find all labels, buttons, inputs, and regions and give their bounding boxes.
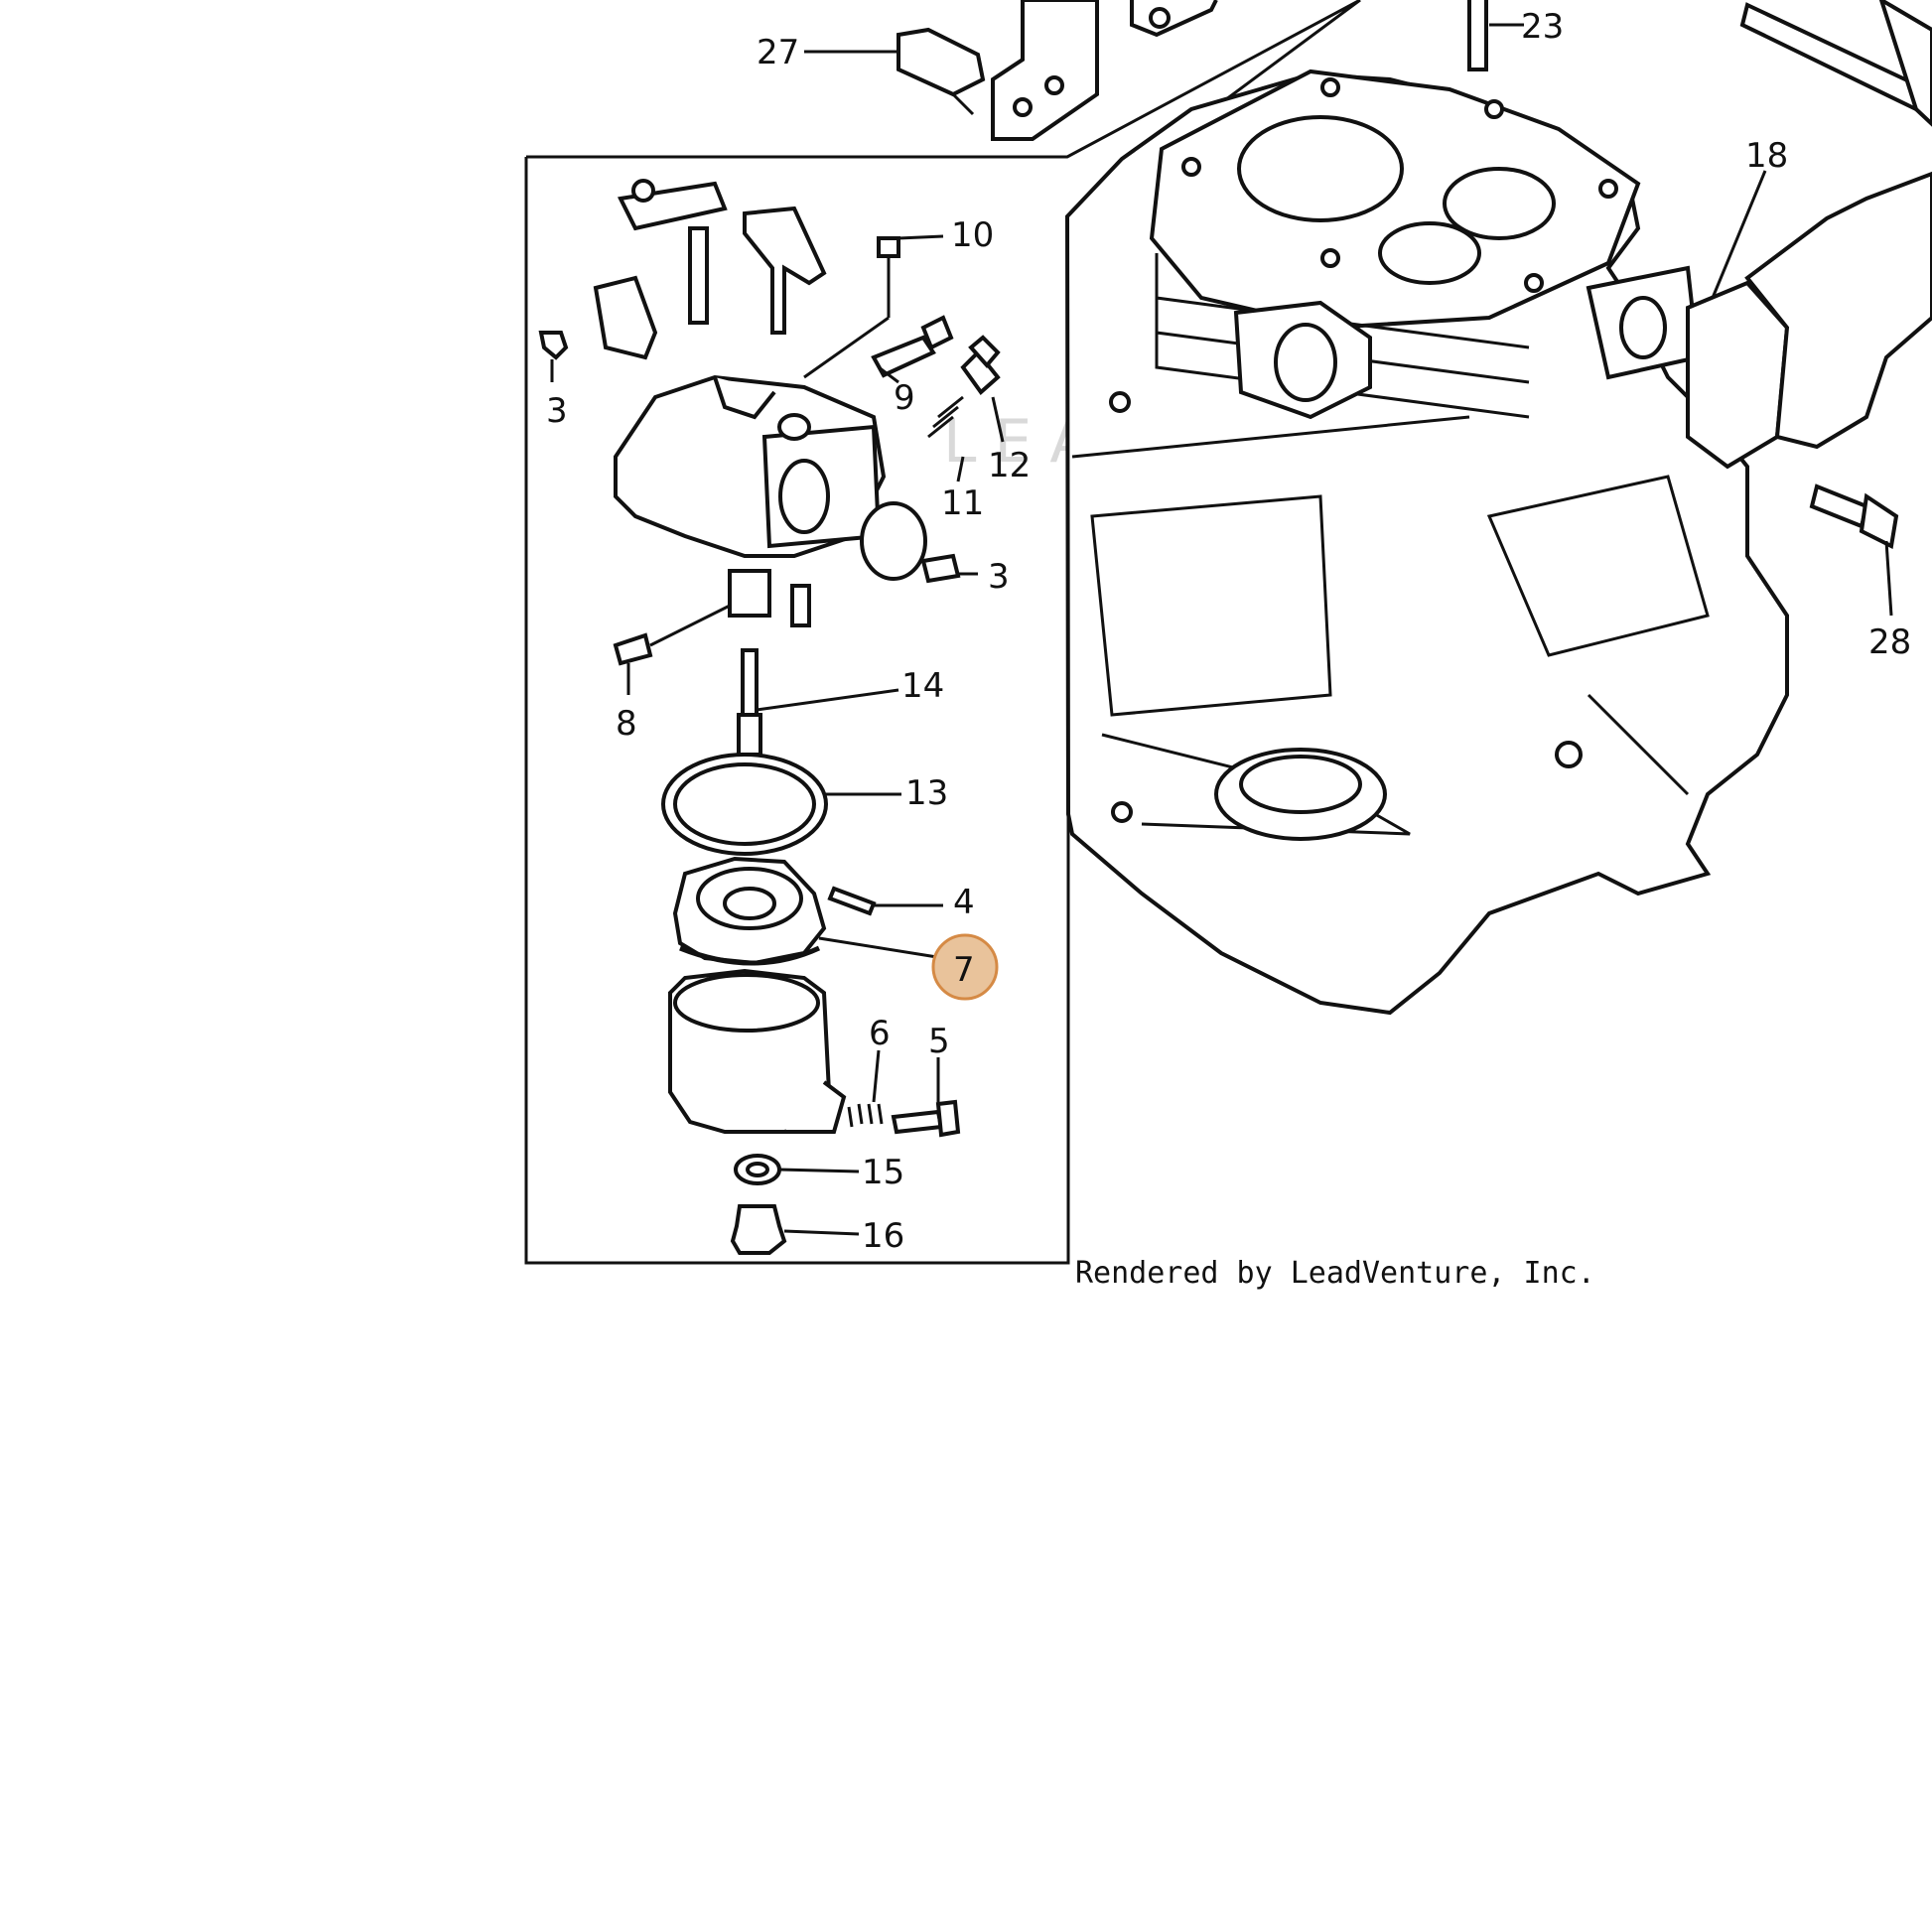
callout-7[interactable]: 7 (953, 950, 975, 990)
exhaust-manifold (1744, 171, 1932, 450)
callout-13[interactable]: 13 (905, 773, 948, 813)
callout-15[interactable]: 15 (862, 1153, 904, 1192)
callout-11[interactable]: 11 (941, 483, 984, 523)
callouts: 27 23 18 10 3 9 12 11 3 28 8 14 13 4 7 6… (546, 7, 1911, 1256)
callout-23[interactable]: 23 (1521, 7, 1564, 47)
callout-10[interactable]: 10 (951, 215, 994, 255)
top-bracket-group (897, 0, 1932, 141)
callout-12[interactable]: 12 (988, 446, 1031, 485)
callout-6[interactable]: 6 (869, 1014, 891, 1053)
callout-3-right[interactable]: 3 (988, 557, 1010, 597)
engine-block-group (1064, 69, 1790, 1016)
callout-14[interactable]: 14 (901, 666, 944, 706)
render-credit: Rendered by LeadVenture, Inc. (1075, 1256, 1595, 1291)
leader-lines (550, 23, 1893, 1236)
callout-9[interactable]: 9 (894, 378, 915, 418)
callout-3-left[interactable]: 3 (546, 391, 568, 431)
callout-27[interactable]: 27 (757, 33, 799, 72)
bolt-28 (1809, 483, 1899, 549)
callout-4[interactable]: 4 (953, 883, 975, 922)
callout-16[interactable]: 16 (862, 1216, 904, 1256)
callout-8[interactable]: 8 (616, 704, 637, 744)
carburetor-parts-group (538, 179, 1001, 1255)
callout-28[interactable]: 28 (1868, 622, 1911, 662)
callout-18[interactable]: 18 (1745, 136, 1788, 176)
callout-5[interactable]: 5 (928, 1022, 950, 1061)
highlight-marker[interactable] (931, 933, 999, 1001)
